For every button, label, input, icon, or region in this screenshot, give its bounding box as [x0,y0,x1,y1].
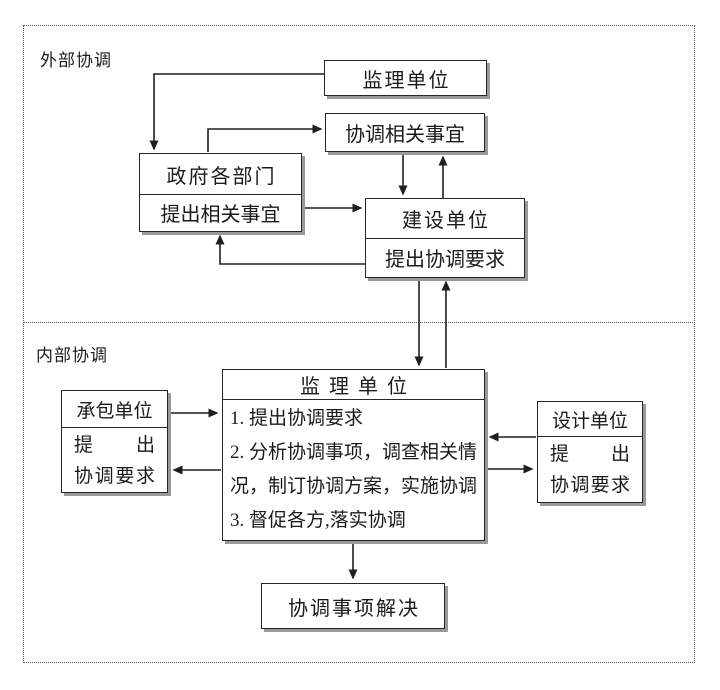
box-coordination-matters: 协调相关事宜 [325,113,485,152]
box-construction-unit: 建设单位 提出协调要求 [365,198,525,278]
box-title: 承包单位 [76,400,153,422]
box-government-departments: 政府各部门 提出相关事宜 [139,153,302,232]
task-line: 1. 提出协调要求 [230,408,364,429]
internal-section-label: 内部协调 [36,346,108,365]
box-note: 提出 协调要求 [62,427,167,491]
box-title: 协调相关事宜 [345,124,465,146]
box-supervision-unit-center: 监理单位 1. 提出协调要求 2. 分析协调事项，调查相关情 况，制订协调方案，… [222,369,485,541]
box-title: 建设单位 [402,210,490,232]
note-line: 提出 [74,435,155,456]
box-title: 协调事项解决 [288,597,420,620]
note-line: 协调要求 [74,466,155,487]
box-design-unit: 设计单位 提出 协调要求 [537,401,643,503]
box-title: 监理单位 [362,69,451,92]
box-note: 提出相关事宜 [140,194,301,230]
note-line: 协调要求 [550,475,630,496]
task-line: 3. 督促各方,落实协调 [230,510,406,531]
box-note: 提出协调要求 [366,238,524,276]
box-title: 政府各部门 [166,165,277,188]
box-note: 提出 协调要求 [538,436,642,501]
box-task-list: 1. 提出协调要求 2. 分析协调事项，调查相关情 况，制订协调方案，实施协调 … [223,399,484,538]
box-supervision-unit-top: 监理单位 [324,60,487,96]
box-title: 监理单位 [300,376,416,398]
section-divider-line [23,322,695,323]
note-line: 提出 [550,444,630,465]
task-line: 况，制订协调方案，实施协调 [230,476,478,497]
box-contractor-unit: 承包单位 提出 协调要求 [61,390,168,493]
diagram-border [23,25,695,663]
box-resolution: 协调事项解决 [261,583,445,629]
external-section-label: 外部协调 [40,51,112,70]
box-title: 设计单位 [551,410,628,432]
task-line: 2. 分析协调事项，调查相关情 [230,442,478,463]
